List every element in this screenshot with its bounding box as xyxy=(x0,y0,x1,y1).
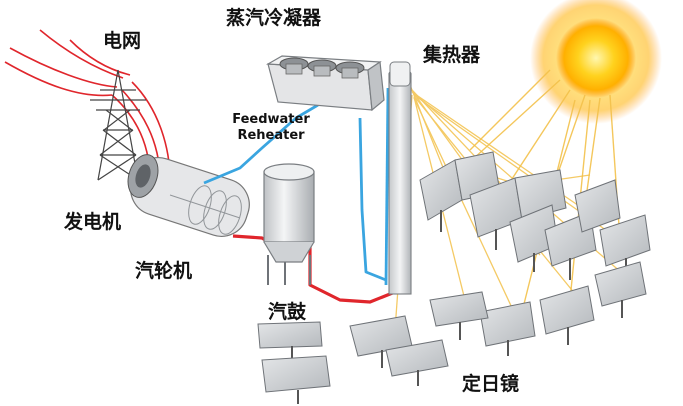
steam-drum-icon xyxy=(263,163,315,285)
collector-tower-icon xyxy=(388,61,412,295)
sun-icon xyxy=(530,0,662,124)
heliostat xyxy=(539,285,595,345)
heliostat xyxy=(257,321,323,360)
heliostat xyxy=(419,159,463,232)
heliostat xyxy=(574,179,621,233)
feedwater-pipe xyxy=(203,87,390,286)
label-heliostats: 定日镜 xyxy=(462,373,520,395)
label-steam-drum: 汽鼓 xyxy=(268,301,307,323)
label-feedwater-reheater: Feedwater Reheater xyxy=(232,112,310,144)
label-condenser: 蒸汽冷凝器 xyxy=(226,7,322,29)
label-turbine: 汽轮机 xyxy=(135,260,193,282)
heliostat xyxy=(479,301,536,356)
label-collector: 集热器 xyxy=(423,44,481,66)
steam-condenser-icon xyxy=(265,55,385,112)
heliostat xyxy=(429,291,489,340)
heliostat xyxy=(385,339,449,386)
generator-turbine-icon xyxy=(127,154,250,237)
label-generator: 发电机 xyxy=(64,211,122,233)
heliostat xyxy=(594,261,647,318)
heliostat xyxy=(261,355,331,404)
label-grid: 电网 xyxy=(103,30,142,52)
heliostat xyxy=(514,169,567,221)
transmission-tower-icon xyxy=(90,69,146,181)
heliostat-field xyxy=(257,151,651,404)
